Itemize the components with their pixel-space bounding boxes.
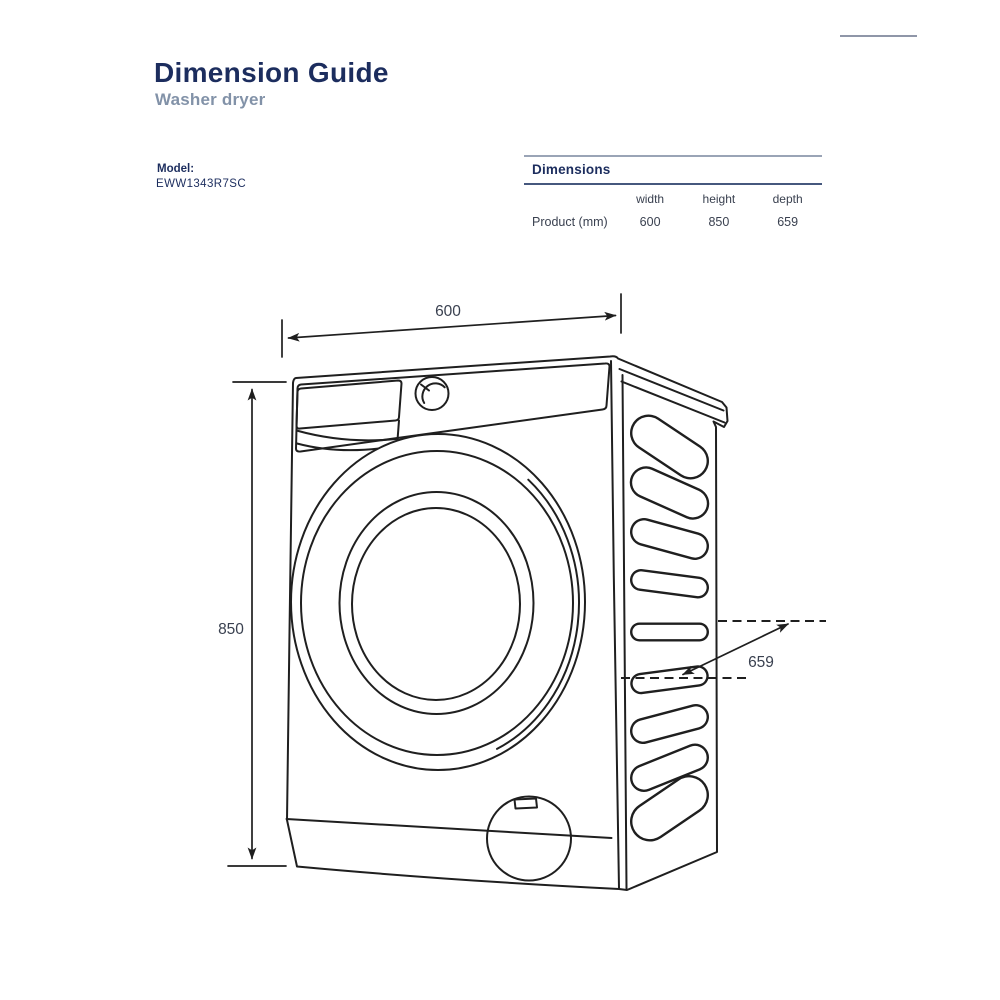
door-outer-ring — [290, 433, 586, 771]
program-knob-indicator — [420, 383, 430, 392]
kick-plate-line — [285, 818, 613, 839]
program-knob — [414, 376, 450, 411]
page-subtitle: Washer dryer — [155, 90, 266, 109]
program-knob-rim — [421, 382, 446, 404]
drawer-handle-groove-top — [295, 429, 397, 442]
table-top-rule — [524, 155, 822, 157]
drawer-handle-groove-bottom — [296, 442, 380, 452]
service-hatch-latch — [513, 797, 538, 810]
depth-dimension-label: 659 — [748, 654, 774, 671]
door-inner-ring — [300, 450, 574, 756]
front-side-corner-line — [610, 360, 620, 889]
top-lip-edge — [620, 380, 726, 424]
width-dimension-line — [287, 311, 617, 342]
value-width: 600 — [639, 215, 661, 229]
width-dimension-label: 600 — [435, 303, 461, 320]
dimensions-table: Dimensions width height depth Product (m… — [524, 155, 822, 229]
table-row: Product (mm) 600 850 659 — [524, 215, 822, 229]
side-panel-left-edge — [621, 374, 628, 890]
top-surface-edge — [618, 368, 725, 412]
door-window-outer — [338, 491, 535, 715]
detergent-drawer — [295, 379, 403, 430]
door-edge-arc — [496, 478, 580, 750]
height-dimension-label: 850 — [218, 621, 244, 638]
model-label: Model: — [157, 163, 195, 175]
table-header-row: width height depth — [524, 192, 822, 206]
panel-divider-line — [396, 419, 400, 441]
column-header-width: width — [636, 192, 665, 206]
top-right-decoration-line — [840, 35, 917, 37]
service-hatch — [486, 795, 572, 882]
page-title: Dimension Guide — [154, 57, 389, 88]
column-header-height: height — [702, 192, 736, 206]
table-mid-rule — [524, 183, 822, 185]
door-window-inner — [351, 507, 521, 701]
model-value: EWW1343R7SC — [156, 178, 247, 190]
side-vent-slots — [629, 414, 710, 842]
table-title: Dimensions — [532, 162, 611, 177]
value-depth: 659 — [777, 215, 799, 229]
depth-dimension-line — [682, 623, 789, 676]
control-panel — [295, 362, 611, 453]
value-height: 850 — [708, 215, 730, 229]
column-header-depth: depth — [772, 192, 803, 206]
row-label-product: Product (mm) — [532, 215, 608, 229]
